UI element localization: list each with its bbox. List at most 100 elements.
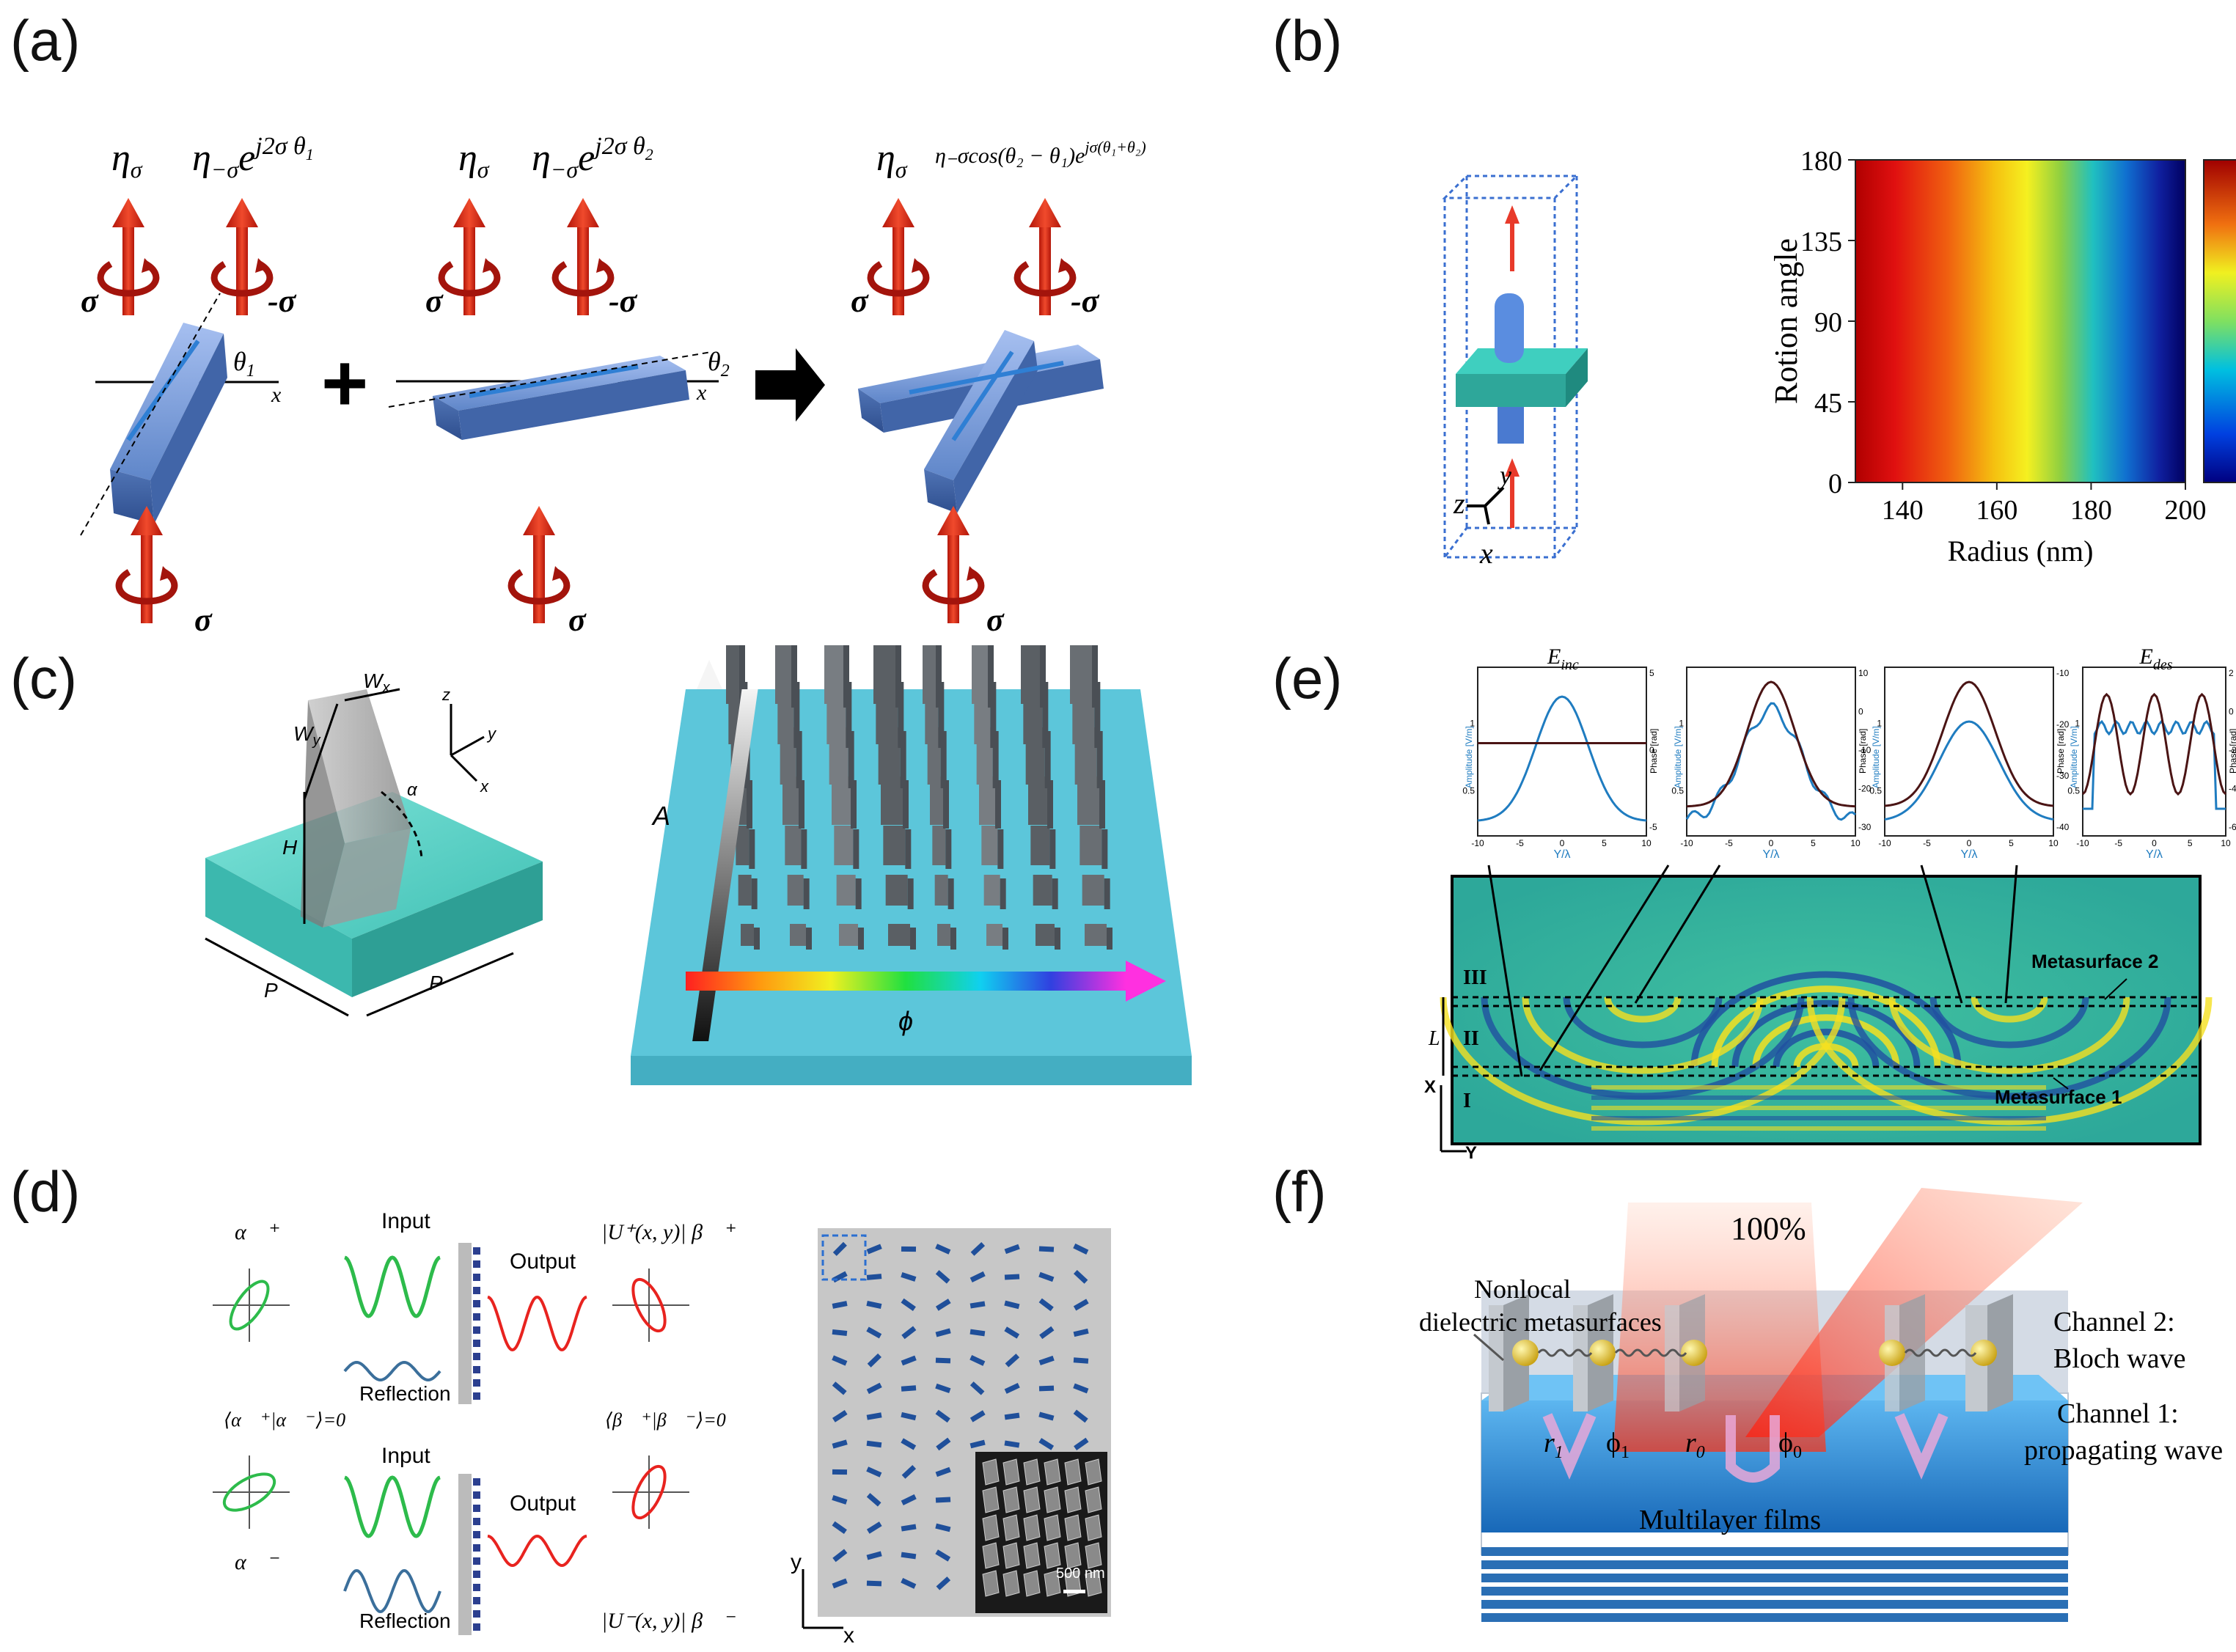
- svg-text:III: III: [1463, 966, 1487, 989]
- nanopillar: [932, 826, 946, 865]
- plot-xtick: 10: [1641, 838, 1652, 848]
- panel-label-a: (a): [10, 8, 81, 73]
- unit1-sigma-left: σ: [81, 283, 99, 319]
- nanopillar: [981, 826, 998, 865]
- svg-text:x: x: [480, 777, 489, 796]
- plot-y2tick: -10: [1858, 745, 1872, 755]
- efficiency-label: 100%: [1731, 1211, 1806, 1247]
- output-polarization-minus: [612, 1455, 689, 1529]
- unit-cell-teal: [205, 688, 543, 1017]
- plot-xlabel: Y/λ: [1960, 848, 1977, 861]
- plot-xtick: 0: [1560, 838, 1565, 848]
- unit3-bottom-spin-arrow: [925, 506, 981, 623]
- svg-text:Channel 2:: Channel 2:: [2053, 1307, 2175, 1337]
- plot-xtick: 5: [2188, 838, 2193, 848]
- nanopillar: [1021, 645, 1040, 704]
- nanopillar: [937, 924, 950, 946]
- nanopillar: [1082, 875, 1104, 906]
- svg-text:x: x: [843, 1623, 854, 1648]
- heatmap-xlabel: Radius (nm): [1948, 535, 2094, 568]
- plot-xtick: -10: [1471, 838, 1484, 848]
- svg-text:II: II: [1463, 1027, 1479, 1050]
- nanopillar: [873, 645, 895, 704]
- plot-y2tick: -20: [1858, 784, 1872, 794]
- panel-a-figure: ησ η−σej2σ θ1 σ -σ θ1 x σ + ησ η−σej2σ θ…: [80, 133, 1146, 638]
- plus-sign: +: [321, 338, 368, 428]
- plot-ylabel: Amplitude [V/m]: [1464, 726, 1474, 788]
- plot-xtick: 10: [2221, 838, 2231, 848]
- svg-text:Bloch wave: Bloch wave: [2053, 1343, 2185, 1374]
- panel-label-d: (d): [10, 1159, 81, 1224]
- plot-ytick: 1: [1877, 719, 1882, 729]
- amplitude-curve: [1477, 695, 1647, 822]
- nanopillar: [782, 777, 799, 825]
- plot-ytick: 1: [1679, 719, 1684, 729]
- heatmap-field: [1855, 160, 2185, 482]
- svg-text:σ: σ: [851, 283, 869, 319]
- plot-y2tick: 5: [1649, 668, 1654, 678]
- svg-text:r1: r1: [1544, 1428, 1564, 1462]
- svg-text:Wx: Wx: [363, 669, 390, 696]
- plot-ytick: 0.5: [1671, 786, 1684, 796]
- combine-arrow: [755, 348, 825, 422]
- plot-xtick: 0: [1967, 838, 1972, 848]
- plot-y2tick: 0: [1649, 745, 1654, 755]
- unit1-eta-minus: η−σej2σ θ1: [192, 133, 314, 183]
- nanopillar: [1035, 924, 1055, 946]
- plot-ytick: 0.5: [2067, 786, 2080, 796]
- svg-text:Reflection: Reflection: [359, 1609, 451, 1632]
- unit3-right-spin-arrow: [1017, 198, 1073, 315]
- plot-ylabel: Amplitude [V/m]: [2069, 726, 2079, 788]
- metasurface-slab-bottom: [458, 1474, 472, 1635]
- svg-text:ϕ0: ϕ0: [1778, 1428, 1802, 1462]
- plot-ytick: 1: [2075, 719, 2080, 729]
- svg-text:α⃗ ⁺: α⃗ ⁺: [235, 1220, 280, 1244]
- plot-xtick: 10: [2048, 838, 2059, 848]
- svg-text:-σ: -σ: [609, 283, 638, 319]
- unit1-right-spin-arrow: [214, 198, 270, 315]
- panel-c-figure: Wx Wy H P P α z y x A ϕ: [205, 645, 1192, 1085]
- plot-y2tick: -10: [2056, 668, 2070, 678]
- nanopillar: [1085, 924, 1107, 946]
- svg-text:Output: Output: [510, 1491, 576, 1516]
- phase-curve: [2081, 692, 2227, 796]
- svg-text:Channel 1:: Channel 1:: [2057, 1398, 2179, 1429]
- plot-y2tick: -4: [2229, 784, 2236, 794]
- x-tick-label: 140: [1882, 495, 1924, 526]
- unit3-left-spin-arrow: [870, 198, 926, 315]
- svg-text:X: X: [1424, 1077, 1436, 1097]
- heatmap-ylabel: Rotion angle: [1768, 238, 1804, 404]
- input-wave-bottom: [344, 1475, 441, 1538]
- svg-text:dielectric metasurfaces: dielectric metasurfaces: [1419, 1307, 1662, 1337]
- svg-text:θ1: θ1: [233, 347, 255, 381]
- plot-y2label: Phase [rad]: [1649, 729, 1659, 774]
- propagating-wave-paths: [1542, 1413, 1949, 1483]
- svg-text:y: y: [1498, 460, 1511, 490]
- plot-ylabel: Amplitude [V/m]: [1871, 726, 1881, 788]
- unit1-nanobar: θ1 x: [80, 293, 282, 536]
- y-tick-label: 90: [1814, 307, 1842, 338]
- axis-triad: [1467, 486, 1505, 525]
- nanopillar: [972, 645, 988, 704]
- plot-xlabel: Y/λ: [2146, 848, 2163, 861]
- svg-text:L: L: [1428, 1027, 1440, 1050]
- unit2-right-spin-arrow: [555, 198, 611, 315]
- nanopillar: [979, 777, 995, 825]
- x-tick-label: 200: [2165, 495, 2207, 526]
- plot-y2tick: -30: [2056, 771, 2070, 781]
- svg-text:x: x: [1479, 537, 1493, 570]
- plot-xtick: -10: [2076, 838, 2089, 848]
- colorbar: [2203, 159, 2236, 483]
- y-tick-label: 45: [1814, 388, 1842, 419]
- svg-text:Input: Input: [381, 1444, 430, 1468]
- svg-text:Reflection: Reflection: [359, 1382, 451, 1405]
- plot-ytick: 0.5: [1462, 786, 1475, 796]
- plot-y2tick: -40: [2056, 822, 2070, 832]
- svg-text:Output: Output: [510, 1249, 576, 1274]
- plot-y2tick: -2: [2229, 745, 2236, 755]
- nanopillar: [986, 924, 1002, 946]
- svg-text:Nonlocal: Nonlocal: [1474, 1274, 1571, 1304]
- plot-y2tick: 0: [2229, 707, 2234, 717]
